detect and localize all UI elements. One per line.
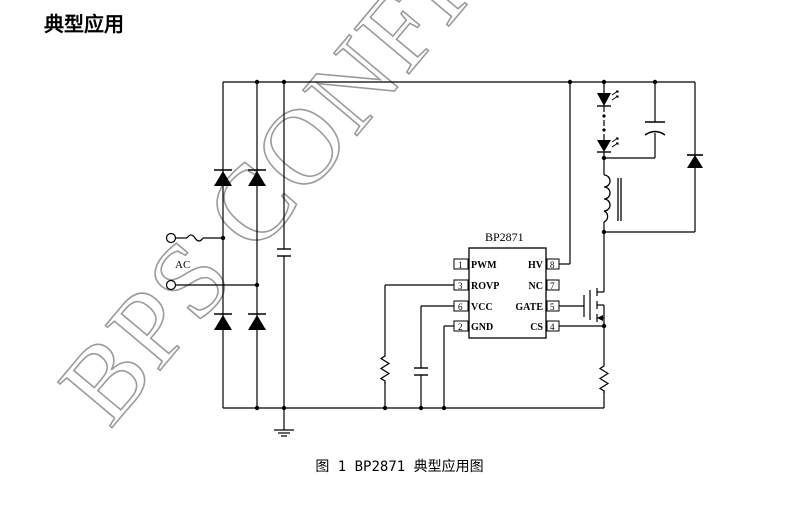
ac-terminals: AC	[165, 232, 190, 291]
pin-4-label: CS	[530, 322, 543, 333]
pin-7-number: 7	[550, 281, 555, 291]
section-title: 典型应用	[44, 12, 124, 36]
bulk-capacitor	[277, 248, 291, 257]
pin-4-number: 4	[550, 322, 555, 332]
figure-caption: 图 1 BP2871 典型应用图	[315, 459, 484, 475]
pin-1-number: 1	[458, 260, 463, 270]
watermark: BPS CONFIDE	[36, 0, 585, 446]
pin-2-number: 2	[458, 322, 463, 332]
led-string	[597, 90, 619, 153]
bridge-diode-upper-right	[248, 171, 266, 186]
pin-3-number: 3	[458, 281, 463, 291]
pin-8-number: 8	[550, 260, 555, 270]
pin-6-number: 6	[458, 302, 463, 312]
freewheel-diode	[687, 154, 703, 168]
watermark-text: BPS CONFIDE	[37, 0, 584, 445]
ic-name: BP2871	[485, 230, 524, 244]
cs-resistor	[598, 362, 610, 393]
ac-label: AC	[175, 259, 190, 271]
rovp-resistor	[379, 352, 391, 384]
bridge-diode-lower-left	[214, 315, 232, 330]
vcc-capacitor	[414, 367, 428, 376]
output-capacitor	[644, 121, 666, 136]
bridge-diode-lower-right	[248, 315, 266, 330]
pin-8-label: HV	[528, 260, 544, 271]
pin-7-label: NC	[529, 281, 543, 292]
inductor	[603, 174, 622, 223]
led-2	[597, 140, 611, 152]
ic-bp2871: BP2871 1 PWM 3 ROVP 6 VCC 2 GND 8 HV 7 N…	[453, 230, 560, 339]
resistors	[379, 352, 610, 393]
wiring	[176, 81, 696, 430]
ground-icon	[274, 429, 294, 437]
junction-dots	[220, 79, 658, 411]
pin-1-label: PWM	[471, 260, 497, 271]
led-1	[597, 93, 611, 106]
pin-2-label: GND	[471, 322, 493, 333]
pin-5-label: GATE	[515, 302, 543, 313]
pin-5-number: 5	[550, 302, 555, 312]
mosfet	[597, 315, 603, 321]
pin-6-label: VCC	[471, 302, 493, 313]
pin-3-label: ROVP	[471, 281, 499, 292]
bridge-diode-upper-left	[214, 171, 232, 186]
bridge-diodes	[214, 169, 266, 330]
